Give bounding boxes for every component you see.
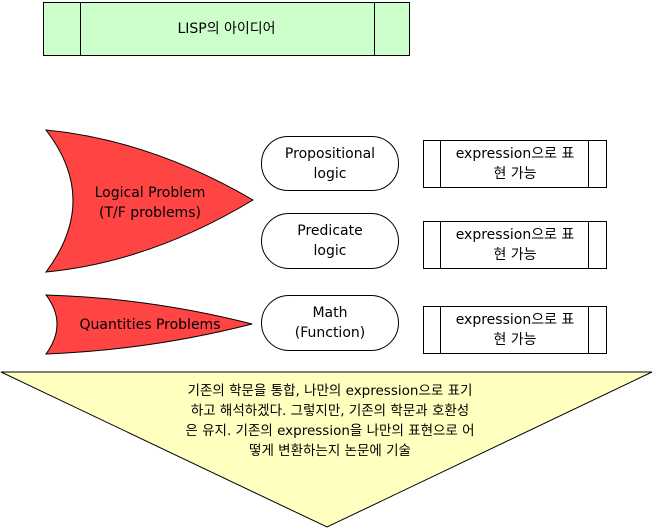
propositional-logic-box[interactable] — [261, 136, 399, 191]
summary-text: 기존의 학문을 통합, 나만의 expression으로 표기 하고 해석하겠다… — [185, 383, 475, 459]
result-label-1: expression으로 표 현 가능 — [455, 146, 575, 182]
title-text: LISP의 아이디어 — [177, 21, 276, 37]
title-box-left-bar — [80, 3, 81, 55]
result-box-2-right-bar — [588, 222, 589, 268]
title-box[interactable] — [43, 2, 410, 56]
result-box-2[interactable] — [423, 221, 607, 269]
logical-problem-shape[interactable] — [44, 129, 254, 273]
result-label-3: expression으로 표 현 가능 — [455, 312, 575, 348]
math-function-label: Math (Function) — [294, 305, 366, 341]
math-function-box[interactable] — [261, 295, 399, 351]
result-box-2-left-bar — [440, 222, 441, 268]
summary-triangle[interactable] — [0, 371, 653, 528]
result-label-2: expression으로 표 현 가능 — [455, 227, 575, 263]
result-box-1-left-bar — [440, 141, 441, 187]
result-box-3[interactable] — [423, 306, 607, 354]
result-box-1-right-bar — [588, 141, 589, 187]
result-box-1[interactable] — [423, 140, 607, 188]
predicate-logic-box[interactable] — [261, 213, 399, 269]
result-box-3-left-bar — [440, 307, 441, 353]
result-box-3-right-bar — [588, 307, 589, 353]
title-box-right-bar — [374, 3, 375, 55]
predicate-logic-label: Predicate logic — [297, 223, 363, 259]
propositional-logic-label: Propositional logic — [284, 145, 376, 182]
logical-problem-label: Logical Problem (T/F problems) — [94, 185, 206, 221]
quantities-problem-label: Quantities Problems — [79, 317, 221, 333]
quantities-problem-shape[interactable] — [44, 294, 253, 355]
